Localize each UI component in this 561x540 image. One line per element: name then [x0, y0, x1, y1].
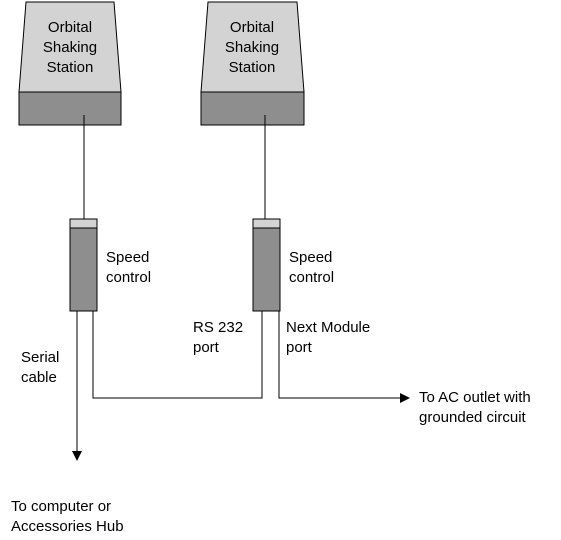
speed-control-1-label-line2: control	[106, 269, 152, 286]
computer-destination-label-line2: Accessories Hub	[11, 518, 124, 535]
speed-controller-2-body	[252, 227, 281, 312]
station-1-label: Orbital Shaking Station	[40, 18, 100, 78]
station-2-label-line3: Station	[228, 59, 276, 76]
next-module-port-label-line2: port	[286, 339, 312, 356]
station-1-label-line1: Orbital	[47, 19, 93, 36]
speed-controller-1-body	[69, 227, 98, 312]
serial-cable-label-line1: Serial	[21, 349, 60, 366]
next-module-port-label-line1: Next Module	[286, 319, 371, 336]
rs232-port-label-line2: port	[193, 339, 219, 356]
speed-control-2-label-line1: Speed	[289, 249, 333, 266]
ac-outlet-label-line2: grounded circuit	[419, 409, 526, 426]
ac-outlet-cable	[278, 311, 410, 403]
speed-control-2-label-line2: control	[289, 269, 335, 286]
speed-controller-2	[252, 218, 281, 312]
speed-control-2-label: Speed control	[289, 248, 334, 288]
station-1-label-line3: Station	[46, 59, 94, 76]
shaking-station-2	[200, 1, 305, 126]
shaking-station-1	[18, 1, 122, 126]
station-2-label: Orbital Shaking Station	[222, 18, 282, 78]
station-2-label-line2: Shaking	[224, 39, 280, 56]
computer-destination-label-line1: To computer or	[11, 498, 112, 515]
ac-outlet-label-line1: To AC outlet with	[419, 389, 531, 406]
rs232-port-label: RS 232 port	[193, 318, 243, 358]
serial-cable-label-line2: cable	[21, 369, 57, 386]
shaking-station-1-base	[18, 91, 122, 126]
module-link-cable	[92, 311, 263, 399]
speed-control-1-label-line1: Speed	[106, 249, 150, 266]
station-1-label-line2: Shaking	[42, 39, 98, 56]
station-2-label-line1: Orbital	[229, 19, 275, 36]
computer-destination-label: To computer or Accessories Hub	[11, 497, 124, 537]
speed-controller-2-cap	[252, 218, 281, 229]
ac-outlet-label: To AC outlet with grounded circuit	[419, 388, 531, 428]
shaking-station-2-base	[200, 91, 305, 126]
rs232-port-label-line1: RS 232	[193, 319, 244, 336]
speed-control-1-label: Speed control	[106, 248, 151, 288]
speed-controller-1	[69, 218, 98, 312]
speed-controller-1-cap	[69, 218, 98, 229]
next-module-port-label: Next Module port	[286, 318, 370, 358]
serial-cable-label: Serial cable	[21, 348, 59, 388]
